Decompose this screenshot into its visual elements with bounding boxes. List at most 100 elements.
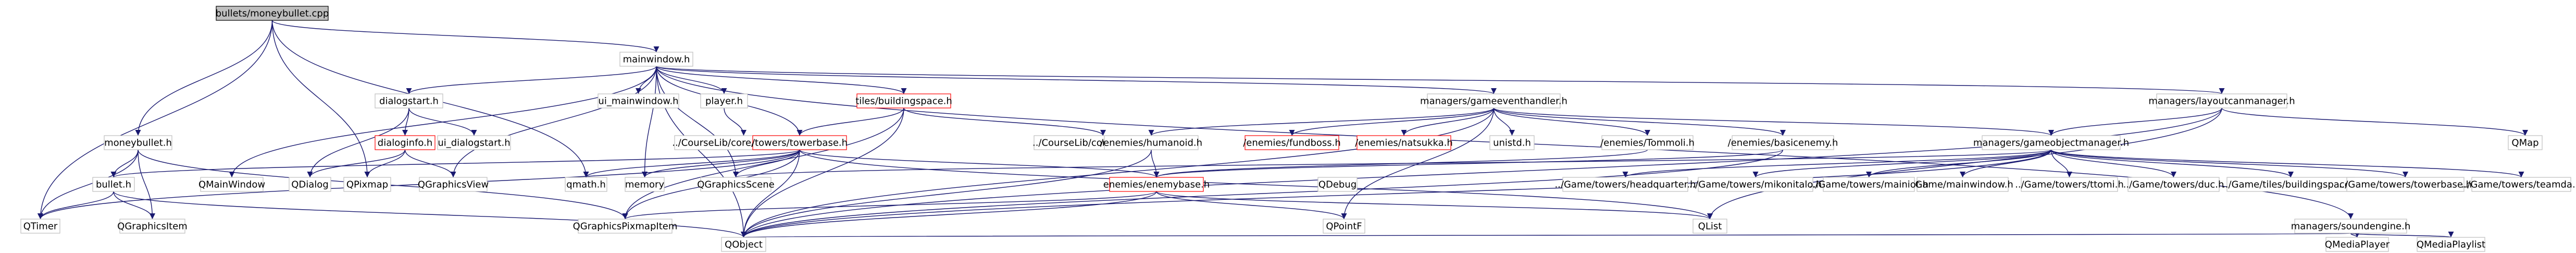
graph-node[interactable]: QTimer bbox=[20, 219, 60, 234]
node-box[interactable] bbox=[343, 177, 391, 192]
node-box[interactable] bbox=[1317, 177, 1358, 192]
node-box[interactable] bbox=[2346, 177, 2465, 192]
node-box[interactable] bbox=[2021, 177, 2118, 192]
node-box[interactable] bbox=[1357, 135, 1451, 150]
graph-node[interactable]: ../Game/towers/ttomi.h bbox=[2015, 177, 2124, 192]
graph-node[interactable]: /Game/mainwindow.h bbox=[1912, 177, 2013, 192]
graph-node[interactable]: QGraphicsView bbox=[418, 177, 489, 192]
node-box[interactable] bbox=[2325, 237, 2389, 252]
graph-node[interactable]: QMediaPlaylist bbox=[2417, 237, 2485, 252]
graph-node[interactable]: QList bbox=[1693, 219, 1727, 234]
node-box[interactable] bbox=[619, 52, 693, 67]
graph-node[interactable]: tiles/buildingspace.h bbox=[855, 93, 952, 109]
node-box[interactable] bbox=[721, 237, 766, 252]
graph-node[interactable]: ../Game/towers/mikonitalo.h bbox=[1689, 177, 1822, 192]
graph-node[interactable]: QMainWindow bbox=[198, 177, 265, 192]
graph-node[interactable]: /enemies/humanoid.h bbox=[1100, 135, 1202, 150]
graph-node[interactable]: ui_dialogstart.h bbox=[437, 135, 511, 150]
node-box[interactable] bbox=[1601, 135, 1694, 150]
graph-node[interactable]: /towers/towerbase.h bbox=[752, 135, 848, 150]
graph-node[interactable]: ../Game/towers/mainiot.h bbox=[1809, 177, 1928, 192]
node-box[interactable] bbox=[625, 177, 665, 192]
dependency-edge bbox=[406, 66, 657, 94]
node-box[interactable] bbox=[2508, 135, 2543, 150]
graph-node[interactable]: /enemies/natsukka.h bbox=[1355, 135, 1453, 150]
node-box[interactable] bbox=[419, 177, 488, 192]
graph-node[interactable]: managers/layoutcanmanager.h bbox=[2148, 93, 2295, 109]
node-box[interactable] bbox=[375, 93, 443, 109]
graph-node[interactable]: QMap bbox=[2508, 135, 2543, 150]
node-box[interactable] bbox=[104, 135, 172, 150]
node-box[interactable] bbox=[578, 219, 673, 234]
graph-node[interactable]: QGraphicsItem bbox=[117, 219, 188, 234]
graph-node[interactable]: managers/soundengine.h bbox=[2291, 219, 2411, 234]
node-box[interactable] bbox=[752, 135, 847, 150]
node-label: bullets/moneybullet.cpp bbox=[216, 8, 329, 19]
node-box[interactable] bbox=[565, 177, 607, 192]
node-box[interactable] bbox=[1104, 135, 1199, 150]
graph-node[interactable]: QDebug bbox=[1317, 177, 1358, 192]
graph-node[interactable]: moneybullet.h bbox=[104, 135, 172, 150]
node-label: unistd.h bbox=[1493, 138, 1531, 149]
node-box[interactable] bbox=[1245, 135, 1339, 150]
node-box[interactable] bbox=[700, 93, 748, 109]
graph-node[interactable]: QPixmap bbox=[343, 177, 391, 192]
node-box[interactable] bbox=[1823, 177, 1915, 192]
graph-node[interactable]: managers/gameeventhandler.h bbox=[1420, 93, 1567, 109]
graph-node[interactable]: /enemies/Tommoli.h bbox=[1600, 135, 1695, 150]
graph-node[interactable]: unistd.h bbox=[1489, 135, 1535, 150]
node-box[interactable] bbox=[20, 219, 60, 234]
node-box[interactable] bbox=[1323, 219, 1365, 234]
graph-node[interactable]: mainwindow.h bbox=[619, 52, 693, 67]
graph-node[interactable]: QObject bbox=[721, 237, 766, 252]
node-box[interactable] bbox=[119, 219, 185, 234]
graph-node[interactable]: qmath.h bbox=[565, 177, 607, 192]
node-box[interactable] bbox=[437, 135, 511, 150]
graph-node[interactable]: QGraphicsPixmapItem bbox=[573, 219, 678, 234]
node-box[interactable] bbox=[2127, 177, 2220, 192]
graph-node[interactable]: enemies/enemybase.h bbox=[1103, 177, 1210, 192]
node-box[interactable] bbox=[2417, 237, 2485, 252]
graph-node[interactable]: QPointF bbox=[1323, 219, 1365, 234]
node-box[interactable] bbox=[1732, 135, 1834, 150]
node-box[interactable] bbox=[2294, 219, 2407, 234]
node-box[interactable] bbox=[700, 177, 771, 192]
graph-node[interactable]: /enemies/basicenemy.h bbox=[1728, 135, 1838, 150]
graph-node[interactable]: /enemies/fundboss.h bbox=[1243, 135, 1341, 150]
graph-node[interactable]: memory bbox=[625, 177, 665, 192]
graph-node[interactable]: managers/gameobjectmanager.h bbox=[1973, 135, 2129, 150]
node-label: /enemies/Tommoli.h bbox=[1600, 138, 1695, 149]
node-box[interactable] bbox=[2156, 93, 2287, 109]
graph-node[interactable]: bullets/moneybullet.cpp bbox=[216, 6, 329, 21]
graph-node[interactable]: dialogstart.h bbox=[375, 93, 443, 109]
graph-node[interactable]: QMediaPlayer bbox=[2325, 237, 2390, 252]
graph-node[interactable]: dialoginfo.h bbox=[375, 135, 435, 150]
node-box[interactable] bbox=[598, 93, 679, 109]
graph-node[interactable]: ../Game/towers/towerbase.h bbox=[2339, 177, 2472, 192]
node-box[interactable] bbox=[856, 93, 951, 109]
node-box[interactable] bbox=[2471, 177, 2571, 192]
graph-node[interactable]: player.h bbox=[700, 93, 748, 109]
graph-node[interactable]: ui_mainwindow.h bbox=[598, 93, 679, 109]
node-box[interactable] bbox=[1693, 219, 1727, 234]
graph-node[interactable]: ../Game/towers/teamda.h bbox=[2461, 177, 2576, 192]
node-box[interactable] bbox=[375, 135, 435, 150]
node-box[interactable] bbox=[289, 177, 331, 192]
node-box[interactable] bbox=[200, 177, 264, 192]
node-box[interactable] bbox=[1982, 135, 2121, 150]
node-box[interactable] bbox=[1489, 135, 1535, 150]
node-box[interactable] bbox=[92, 177, 135, 192]
graph-node[interactable]: QDialog bbox=[289, 177, 331, 192]
graph-node[interactable]: QGraphicsScene bbox=[697, 177, 775, 192]
node-box[interactable] bbox=[1562, 177, 1688, 192]
node-box[interactable] bbox=[1698, 177, 1813, 192]
node-box[interactable] bbox=[1917, 177, 2009, 192]
node-box[interactable] bbox=[1109, 177, 1204, 192]
graph-node[interactable]: ../Game/tiles/buildingspace.h bbox=[2222, 177, 2359, 192]
graph-node[interactable]: ../Game/towers/duc.h bbox=[2123, 177, 2224, 192]
node-box[interactable] bbox=[216, 6, 329, 21]
node-box[interactable] bbox=[2226, 177, 2355, 192]
graph-node[interactable]: bullet.h bbox=[92, 177, 135, 192]
node-box[interactable] bbox=[1427, 93, 1561, 109]
graph-node[interactable]: ../Game/towers/headquarter.h bbox=[1554, 177, 1696, 192]
